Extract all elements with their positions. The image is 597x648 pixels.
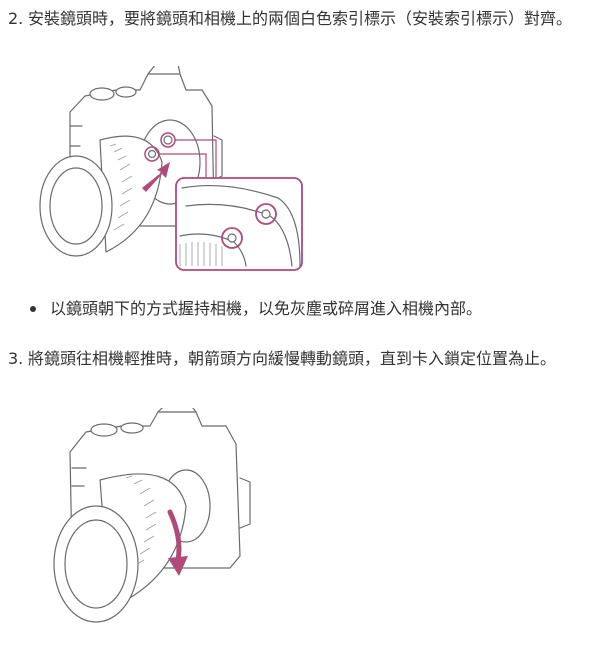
lens-front-ring — [49, 167, 103, 245]
step-2-number: 2. — [8, 9, 24, 28]
bullet-note-text: 以鏡頭朝下的方式握持相機，以免灰塵或碎屑進入相機內部。 — [50, 299, 483, 318]
lens-front-ring — [64, 519, 128, 609]
lens-front — [39, 155, 113, 257]
camera-dial-right — [120, 422, 144, 434]
rotation-arrow-icon — [168, 556, 188, 576]
push-arrow-icon — [142, 162, 170, 192]
camera-hotshoe — [147, 63, 181, 75]
connector-line-lower — [159, 153, 207, 178]
zoom-inset-box — [175, 177, 303, 271]
camera-grip-lines — [71, 467, 87, 487]
camera-index-mark — [163, 135, 173, 145]
lens-index-mark — [147, 149, 157, 159]
lens-front — [53, 505, 139, 623]
inset-camera-index-highlight — [255, 203, 277, 225]
lens-grip-ridges — [109, 143, 133, 231]
bullet-note: 以鏡頭朝下的方式握持相機，以免灰塵或碎屑進入相機內部。 — [30, 296, 482, 322]
inset-lens-index-mark — [227, 233, 237, 243]
lens-alignment-illustration — [30, 63, 310, 276]
step-3: 3. 將鏡頭往相機輕推時，朝箭頭方向緩慢轉動鏡頭，直到卡入鎖定位置為止。 — [8, 346, 590, 372]
step-2-text: 安裝鏡頭時，要將鏡頭和相機上的兩個白色索引標示（安裝索引標示）對齊。 — [28, 9, 573, 28]
inset-mount-curve-outer — [181, 184, 301, 267]
camera-grip-lines — [69, 125, 83, 147]
camera-side-port — [213, 135, 223, 181]
lens-grip-ridges — [125, 475, 157, 579]
step-3-text: 將鏡頭往相機輕推時，朝箭頭方向緩慢轉動鏡頭，直到卡入鎖定位置為止。 — [28, 349, 557, 368]
step-2: 2. 安裝鏡頭時，要將鏡頭和相機上的兩個白色索引標示（安裝索引標示）對齊。 — [8, 6, 590, 32]
lens-alignment-svg — [39, 63, 303, 271]
inset-camera-index-mark — [261, 209, 271, 219]
lens-barrel — [99, 135, 163, 253]
bullet-dot — [30, 306, 36, 312]
camera-dial-left — [90, 423, 118, 437]
camera-hotshoe — [157, 403, 197, 413]
step-3-number: 3. — [8, 349, 24, 368]
camera-dial-left — [89, 87, 115, 101]
camera-dial-right — [115, 86, 137, 98]
inset-lens-index-highlight — [221, 227, 243, 249]
rotation-arrow-shaft — [167, 509, 182, 563]
connector-line-upper — [175, 139, 217, 178]
camera-side-port — [239, 477, 251, 529]
inset-lens-ridges — [179, 242, 223, 266]
lens-rotation-svg — [53, 403, 251, 623]
lens-rotation-illustration — [30, 403, 290, 644]
